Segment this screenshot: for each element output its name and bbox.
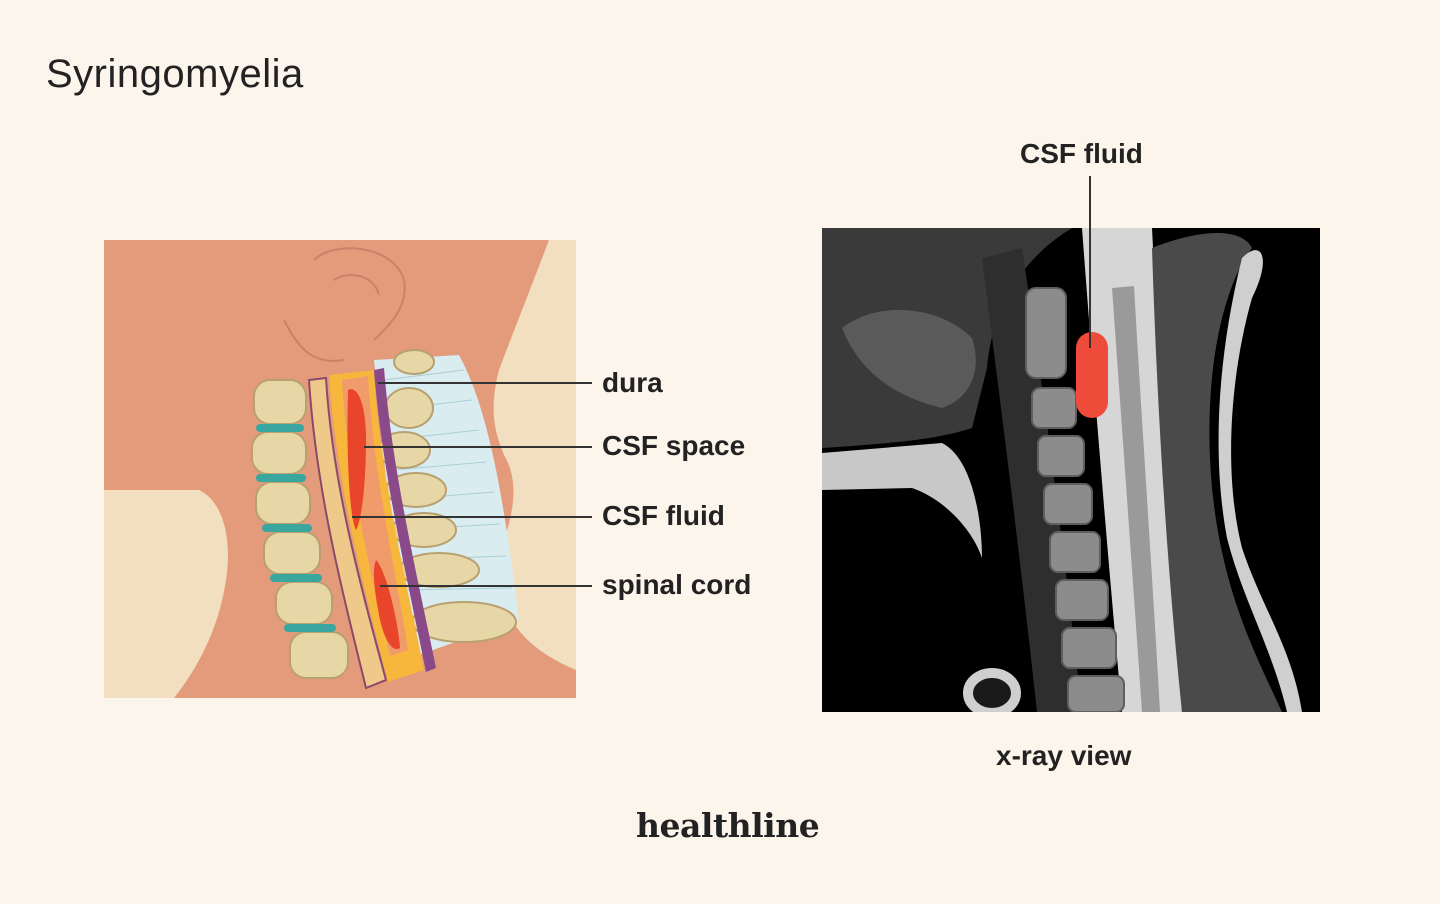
xray-csf-fluid-label: CSF fluid (1020, 138, 1143, 169)
dura-label: dura (602, 367, 663, 398)
syrinx-lower (373, 560, 400, 650)
vertebral-bodies (251, 379, 349, 679)
neck-cross-section-svg (104, 240, 576, 698)
posterior-muscle (1152, 233, 1282, 712)
ear-outline (313, 247, 406, 341)
xray-spinal-cord (1112, 286, 1160, 712)
spinal-cord-leader-line (380, 585, 592, 587)
csf-space-label: CSF space (602, 430, 746, 461)
dura-layer (307, 376, 388, 690)
csf-fluid-highlight (1076, 332, 1108, 418)
sinus-region (842, 309, 976, 408)
csf-fluid-leader-line (352, 516, 592, 518)
posterior-dura-layer (374, 368, 436, 672)
xray-caption: x-ray view (996, 740, 1132, 771)
csf-fluid-label: CSF fluid (602, 500, 725, 531)
xray-csf-fluid-leader (1089, 176, 1091, 348)
syrinx-upper (347, 389, 366, 530)
xray-image (822, 228, 1320, 712)
dura-leader-line (378, 382, 592, 384)
neck-anatomy-illustration (104, 240, 576, 698)
jaw-bone (822, 443, 982, 558)
hyoid-bone (963, 668, 1021, 712)
skin-edge (1218, 250, 1302, 712)
xray-svg (822, 228, 1320, 712)
diagram-title: Syringomyelia (46, 52, 304, 96)
shoulder-shape (104, 490, 228, 698)
healthline-logo: healthline (636, 806, 820, 845)
xray-vertebrae (1025, 287, 1125, 712)
csf-space-leader-line (364, 446, 592, 448)
jaw-outline (283, 319, 345, 362)
spinal-cord-label: spinal cord (602, 569, 752, 600)
intervertebral-discs (256, 424, 336, 632)
